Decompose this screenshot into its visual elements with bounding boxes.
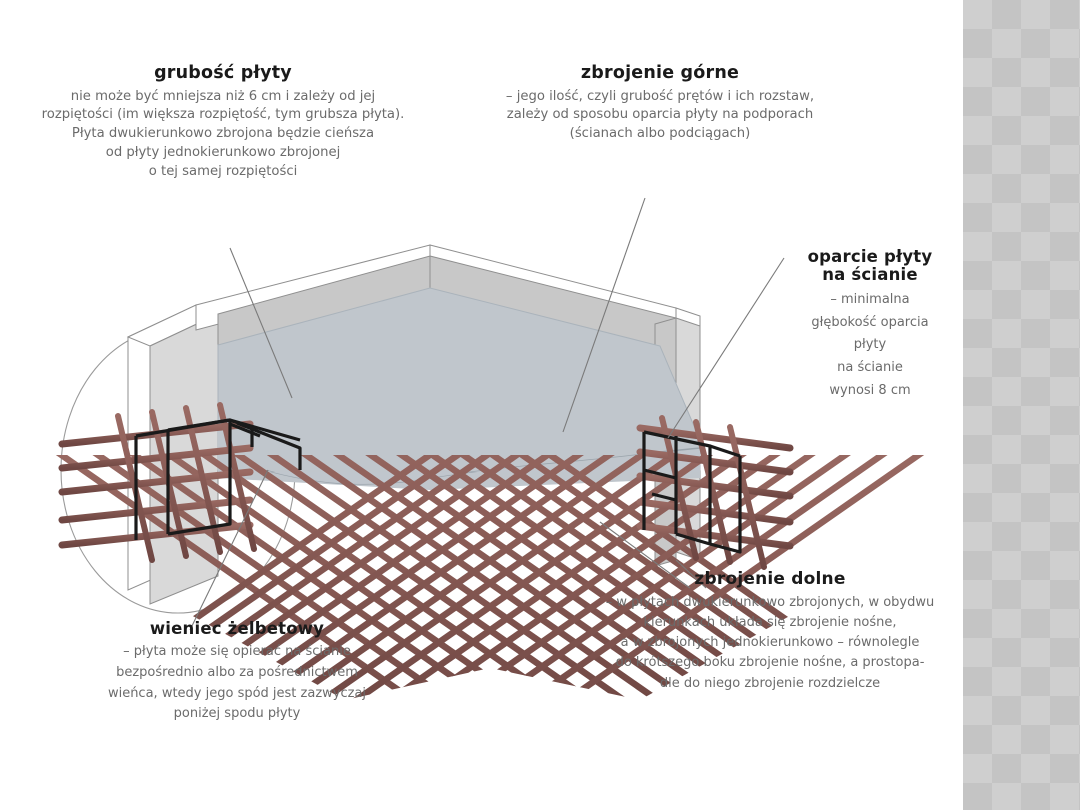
leader-thickness	[229, 247, 293, 399]
callout-line: od płyty jednokierunkowo zbrojonej	[105, 144, 341, 160]
callout-title-ring-beam: wieniec żelbetowy	[149, 619, 325, 638]
callout-line: a w zbrojonych jednokierunkowo – równole…	[620, 635, 920, 651]
callout-body-bottom-reinforcement: – w płytach dwukierunkowo zbrojonych, w …	[570, 593, 970, 694]
callout-top-reinforcement: zbrojenie górne – jego ilość, czyli grub…	[450, 63, 870, 144]
callout-line: zależy od sposobu oparcia płyty na podpo…	[506, 107, 814, 123]
callout-line: do krótszego boku zbrojenie nośne, a pro…	[615, 655, 925, 671]
callout-line: (ścianach albo podciągach)	[569, 126, 751, 142]
callout-line: rozpiętości (im większa rozpiętość, tym …	[41, 107, 405, 123]
leader-right-wall-base	[675, 559, 707, 589]
callout-line: – minimalna	[830, 291, 910, 307]
callout-title-bottom-reinforcement: zbrojenie dolne	[694, 569, 846, 589]
callout-title-wall-support: oparcie płyty na ścianie	[770, 247, 970, 285]
callout-line: nie może być mniejsza niż 6 cm i zależy …	[70, 88, 376, 104]
callout-line: wieńca, wtedy jego spód jest zazwyczaj	[107, 685, 367, 701]
callout-body-slab-thickness: nie może być mniejsza niż 6 cm i zależy …	[8, 88, 438, 182]
leader-top-reinforcement	[562, 197, 646, 433]
leader-lines	[189, 197, 785, 631]
callout-line: Płyta dwukierunkowo zbrojona będzie cień…	[71, 126, 375, 142]
callout-ring-beam: wieniec żelbetowy – płyta może się opier…	[62, 619, 412, 725]
callout-line: wynosi 8 cm	[829, 382, 911, 398]
leader-ring-beam	[189, 469, 269, 631]
callout-line: – płyta może się opierać na ścianie	[123, 644, 351, 660]
leader-wall-support	[667, 257, 785, 439]
slab-reinforcement-diagram	[55, 197, 925, 700]
callout-line: dle do niego zbrojenie rozdzielcze	[659, 675, 881, 691]
callout-body-wall-support: – minimalna głębokość oparcia płyty na ś…	[770, 289, 970, 403]
callout-line: kierunkach układa się zbrojenie nośne,	[643, 615, 897, 631]
callout-line: płyty	[853, 337, 887, 353]
callout-title-slab-thickness: grubość płyty	[154, 63, 292, 83]
callout-line: poniżej spodu płyty	[173, 706, 301, 722]
callout-line: bezpośrednio albo za pośrednictwem	[116, 665, 358, 680]
callout-title-line: oparcie płyty	[807, 247, 933, 266]
leader-bottom-reinforcement	[599, 521, 691, 589]
callout-line: o tej samej rozpiętości	[148, 163, 298, 179]
right-stirrups	[642, 430, 742, 554]
left-stirrup-hook	[231, 419, 254, 447]
callout-bottom-reinforcement: zbrojenie dolne – w płytach dwukierunkow…	[570, 569, 970, 694]
callout-line: – w płytach dwukierunkowo zbrojonych, w …	[605, 595, 935, 611]
callout-wall-support: oparcie płyty na ścianie – minimalna głę…	[770, 247, 970, 403]
callout-line: na ścianie	[837, 360, 903, 376]
callout-body-ring-beam: – płyta może się opierać na ścianie bezp…	[62, 642, 412, 724]
callout-line: głębokość oparcia	[811, 314, 929, 330]
callout-line: – jego ilość, czyli grubość prętów i ich…	[505, 88, 815, 104]
decorative-side-pattern	[963, 0, 1080, 810]
callout-body-top-reinforcement: – jego ilość, czyli grubość prętów i ich…	[450, 88, 870, 144]
callout-slab-thickness: grubość płyty nie może być mniejsza niż …	[8, 63, 438, 182]
callout-title-top-reinforcement: zbrojenie górne	[580, 63, 740, 83]
callout-title-line: na ścianie	[822, 265, 918, 285]
